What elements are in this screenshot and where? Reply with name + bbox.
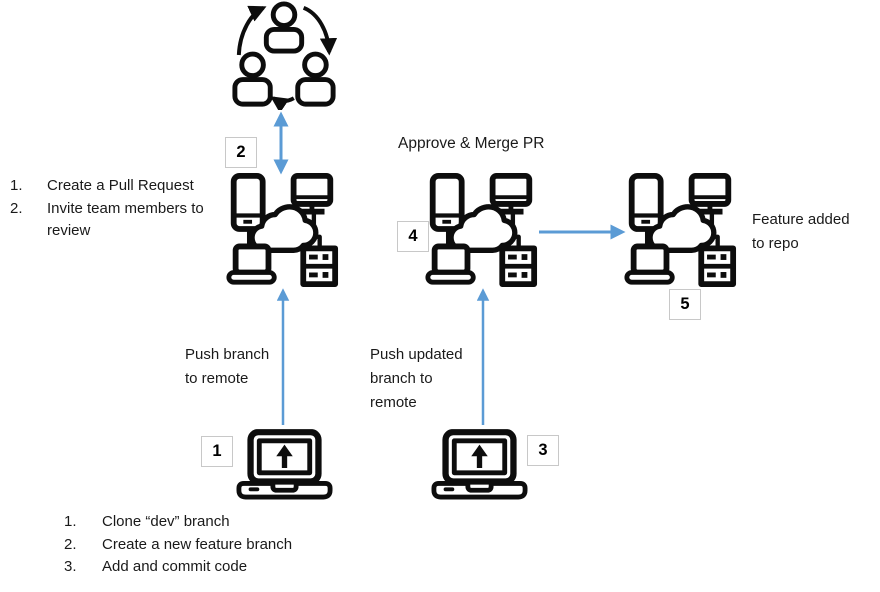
list-item-text: Create a Pull Request [47, 177, 194, 194]
push-updated-arrow-icon [472, 284, 494, 429]
list-item-number: 2. [10, 199, 23, 217]
list-item-text: Invite team members to review [47, 199, 204, 240]
list-item: 2. Invite team members to review [10, 198, 225, 243]
merge-to-repo-arrow-icon [537, 223, 629, 241]
remote-repo-network-icon [422, 173, 540, 287]
push-branch-arrow-icon [272, 284, 294, 429]
push-updated-label: Push updated branch to remote [370, 346, 463, 411]
step-badge-3: 3 [527, 435, 559, 466]
list-item-text: Create a new feature branch [102, 535, 293, 553]
laptop-upload-icon [431, 429, 528, 503]
feature-added-label: Feature added to repo [752, 211, 850, 252]
team-review-cycle-icon [228, 0, 340, 110]
step-badge-5: 5 [669, 289, 701, 320]
list-item-number: 3. [64, 558, 77, 575]
list-item: 2. Create a new feature branch [64, 534, 364, 557]
list-item-number: 1. [64, 513, 77, 530]
remote-repo-network-icon [621, 173, 739, 287]
local-steps-list: 1. Clone “dev” branch 2. Create a new fe… [64, 511, 364, 579]
laptop-upload-icon [236, 429, 333, 503]
list-item: 1. Clone “dev” branch [64, 511, 364, 534]
list-item: 1. Create a Pull Request [10, 175, 225, 198]
push-branch-label: Push branch to remote [185, 346, 270, 387]
list-item-text: Clone “dev” branch [102, 513, 230, 530]
list-item-number: 2. [64, 535, 77, 553]
remote-repo-network-icon [223, 173, 341, 287]
list-item-text: Add and commit code [102, 558, 248, 575]
step-badge-4: 4 [397, 221, 429, 252]
list-item: 3. Add and commit code [64, 556, 364, 579]
step-badge-2: 2 [225, 137, 257, 168]
approve-merge-label: Approve & Merge PR [398, 135, 545, 152]
review-exchange-arrow-icon [270, 109, 292, 177]
list-item-number: 1. [10, 177, 23, 194]
step-badge-1: 1 [201, 436, 233, 467]
pr-steps-list: 1. Create a Pull Request 2. Invite team … [10, 175, 225, 243]
